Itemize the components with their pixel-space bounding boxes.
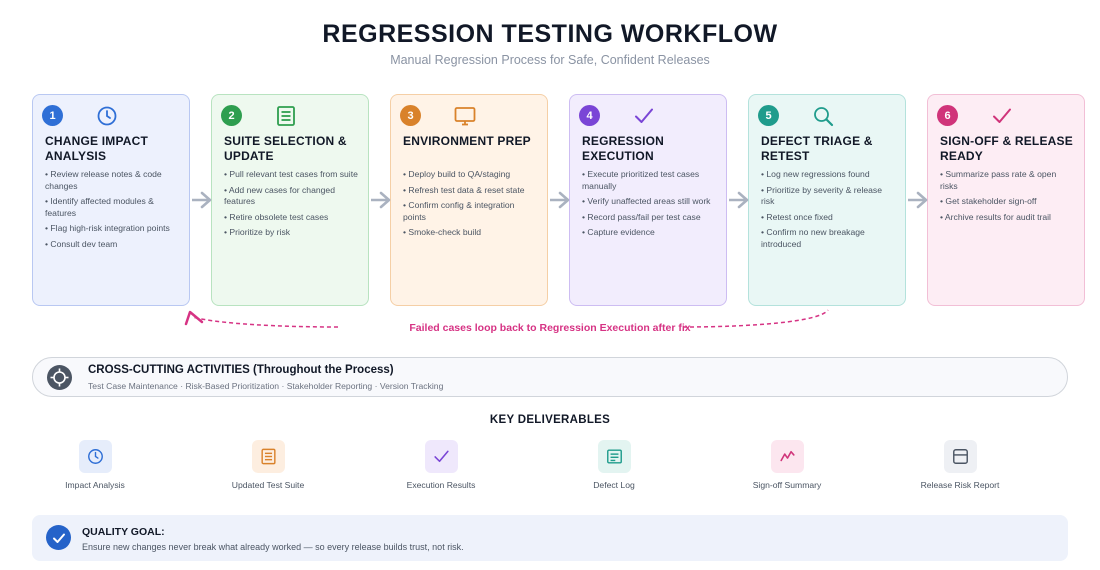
step-bullet-list: Deploy build to QA/stagingRefresh test d… — [403, 169, 539, 243]
step-bullet: Deploy build to QA/staging — [403, 169, 539, 181]
deliverable-item: Updated Test Suite — [198, 440, 338, 490]
step-bullet: Verify unaffected areas still work — [582, 196, 718, 208]
loop-back-label: Failed cases loop back to Regression Exe… — [409, 322, 691, 334]
deliverable-label: Defect Log — [593, 480, 635, 490]
deliverable-item: Defect Log — [544, 440, 684, 490]
deliverables-title: KEY DELIVERABLES — [489, 414, 611, 426]
check-icon — [990, 104, 1014, 128]
clock-icon — [95, 104, 119, 128]
step-bullet-list: Pull relevant test cases from suiteAdd n… — [224, 169, 360, 243]
step-number-badge: 5 — [758, 105, 779, 126]
step-title: CHANGE IMPACT ANALYSIS — [45, 134, 149, 163]
search-icon — [811, 104, 835, 128]
step-arrow-icon — [907, 190, 929, 210]
step-arrow-icon — [370, 190, 392, 210]
step-bullet: Smoke-check build — [403, 227, 539, 239]
step-number-badge: 4 — [579, 105, 600, 126]
step-bullet: Archive results for audit trail — [940, 212, 1076, 224]
clock-icon — [78, 440, 112, 473]
step-title: DEFECT TRIAGE & RETEST — [761, 134, 873, 163]
step-title: ENVIRONMENT PREP — [403, 134, 531, 148]
deliverable-label: Execution Results — [406, 480, 476, 490]
deliverable-label: Impact Analysis — [65, 480, 125, 490]
step-bullet: Confirm config & integration points — [403, 200, 539, 223]
quality-goal-panel: QUALITY GOAL: Ensure new changes never b… — [32, 515, 1068, 561]
step-bullet: Retire obsolete test cases — [224, 212, 360, 224]
window-icon — [943, 440, 977, 473]
document-icon — [274, 104, 298, 128]
step-bullet: Capture evidence — [582, 227, 718, 239]
step-bullet: Review release notes & code changes — [45, 169, 181, 192]
step-bullet-list: Summarize pass rate & open risksGet stak… — [940, 169, 1076, 227]
step-bullet: Prioritize by risk — [224, 227, 360, 239]
step-bullet: Log new regressions found — [761, 169, 897, 181]
deliverable-item: Release Risk Report — [890, 440, 1030, 490]
step-bullet: Summarize pass rate & open risks — [940, 169, 1076, 192]
step-arrow-icon — [728, 190, 750, 210]
step-arrow-icon — [191, 190, 213, 210]
monitor-icon — [453, 104, 477, 128]
document-icon — [251, 440, 285, 473]
page-subtitle: Manual Regression Process for Safe, Conf… — [390, 53, 710, 67]
deliverable-label: Updated Test Suite — [231, 480, 305, 490]
target-icon — [47, 365, 72, 390]
step-bullet: Refresh test data & reset state — [403, 185, 539, 197]
deliverable-item: Sign-off Summary — [717, 440, 857, 490]
step-bullet: Add new cases for changed features — [224, 185, 360, 208]
step-bullet: Flag high-risk integration points — [45, 223, 181, 235]
step-number-badge: 1 — [42, 105, 63, 126]
step-bullet-list: Review release notes & code changesIdent… — [45, 169, 181, 254]
step-bullet: Record pass/fail per test case — [582, 212, 718, 224]
check-icon — [632, 104, 656, 128]
step-bullet: Pull relevant test cases from suite — [224, 169, 360, 181]
step-bullet: Execute prioritized test cases manually — [582, 169, 718, 192]
page-title: REGRESSION TESTING WORKFLOW — [322, 20, 778, 48]
cross-cutting-title: CROSS-CUTTING ACTIVITIES (Throughout the… — [88, 364, 394, 376]
cross-cutting-activities: Test Case Maintenance · Risk-Based Prior… — [88, 381, 444, 391]
check-icon — [424, 440, 458, 473]
loop-back-arrow — [184, 309, 829, 328]
step-bullet-list: Execute prioritized test cases manuallyV… — [582, 169, 718, 243]
step-bullet: Confirm no new breakage introduced — [761, 227, 897, 250]
step-number-badge: 2 — [221, 105, 242, 126]
check-circle-icon — [46, 525, 71, 550]
step-title: SIGN-OFF & RELEASE READY — [940, 134, 1073, 163]
trend-icon — [770, 440, 804, 473]
step-bullet: Prioritize by severity & release risk — [761, 185, 897, 208]
step-arrow-icon — [549, 190, 571, 210]
deliverable-label: Sign-off Summary — [752, 480, 822, 490]
step-title: SUITE SELECTION & UPDATE — [224, 134, 347, 163]
step-bullet: Identify affected modules & features — [45, 196, 181, 219]
step-bullet: Consult dev team — [45, 239, 181, 251]
step-number-badge: 3 — [400, 105, 421, 126]
step-bullet: Retest once fixed — [761, 212, 897, 224]
step-bullet: Get stakeholder sign-off — [940, 196, 1076, 208]
quality-goal-title: QUALITY GOAL: — [82, 526, 165, 538]
step-title: REGRESSION EXECUTION — [582, 134, 665, 163]
log-icon — [597, 440, 631, 473]
deliverable-label: Release Risk Report — [920, 480, 1000, 490]
step-bullet-list: Log new regressions foundPrioritize by s… — [761, 169, 897, 254]
quality-goal-text: Ensure new changes never break what alre… — [82, 542, 464, 552]
cross-cutting-panel: CROSS-CUTTING ACTIVITIES (Throughout the… — [32, 357, 1068, 397]
step-number-badge: 6 — [937, 105, 958, 126]
deliverable-item: Impact Analysis — [25, 440, 165, 490]
deliverable-item: Execution Results — [371, 440, 511, 490]
